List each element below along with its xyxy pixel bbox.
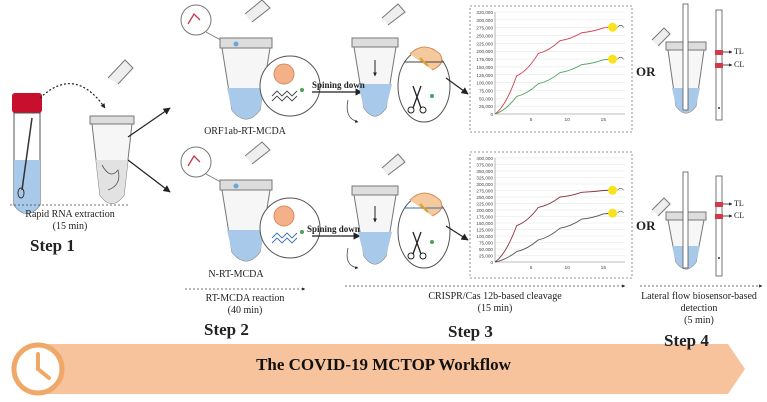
clock-icon — [11, 342, 65, 396]
chart-series-line — [494, 189, 611, 263]
chart-y-tick-label: 200,000 — [476, 49, 493, 54]
fluorescence-marker — [608, 185, 618, 195]
cleavage-tube-top — [346, 3, 406, 123]
chart-y-tick-label: 50,000 — [479, 247, 493, 252]
chart-y-tick-label: 250,000 — [476, 34, 493, 39]
chart-y-tick-label: 125,000 — [476, 73, 493, 78]
chart-x-tick-label: 5 — [530, 117, 533, 123]
spin-label-top: Spining down — [312, 80, 365, 90]
lfb-tube-top — [651, 3, 707, 114]
or-label-bottom: OR — [636, 218, 656, 233]
orf1ab-zoom-circle — [259, 55, 321, 117]
fluorescence-marker — [608, 208, 618, 218]
chart-y-tick-label: 75,000 — [479, 88, 493, 93]
step4-title: Step 4 — [664, 331, 709, 350]
probe-squiggle — [617, 187, 624, 191]
tl-label-bottom: TL — [734, 199, 744, 208]
n-mcda-label: N-RT-MCDA — [208, 269, 264, 280]
step2-caption-line1: RT-MCDA reaction — [205, 293, 285, 304]
step4-caption: Lateral flow biosensor-based detection (… — [632, 291, 766, 327]
chart-y-tick-label: 275,000 — [476, 26, 493, 31]
n-tube — [180, 141, 273, 262]
chart-y-tick-label: 150,000 — [476, 221, 493, 226]
chart-y-tick-label: 300,000 — [476, 18, 493, 23]
chart-y-tick-label: 250,000 — [476, 195, 493, 200]
cas12b-zoom-top — [397, 46, 451, 123]
step2-title: Step 2 — [204, 320, 249, 339]
banner-title: The COVID-19 MCTOP Workflow — [256, 355, 511, 374]
chart-x-tick-label: 15 — [601, 117, 607, 123]
fluorescence-marker — [608, 54, 618, 64]
step4-caption-line3: (5 min) — [684, 315, 714, 326]
chart-y-tick-label: 375,000 — [476, 163, 493, 168]
chart-y-tick-label: 400,000 — [476, 156, 493, 161]
cas12b-zoom-bottom — [397, 192, 451, 269]
chart-y-tick-label: 175,000 — [476, 215, 493, 220]
step1-title: Step 1 — [30, 236, 75, 255]
lfb-strip-bottom — [715, 175, 733, 277]
chart-y-tick-label: 350,000 — [476, 169, 493, 174]
step2-caption-line2: (40 min) — [227, 305, 263, 316]
chart-frame-bottom — [469, 151, 633, 279]
chart-series-line — [494, 212, 611, 263]
cl-label-bottom: CL — [734, 211, 745, 220]
chart-y-tick-label: 175,000 — [476, 57, 493, 62]
extraction-tube — [89, 59, 135, 204]
chart-y-tick-label: 225,000 — [476, 202, 493, 207]
chart-y-tick-label: 325,000 — [476, 176, 493, 181]
step3-caption-line2: (15 min) — [477, 303, 513, 314]
chart-y-tick-label: 320,000 — [476, 10, 493, 15]
chart-y-tick-label: 25,000 — [479, 254, 493, 259]
step4-caption-line1: Lateral flow biosensor-based — [641, 291, 757, 302]
chart-y-tick-label: 25,000 — [479, 104, 493, 109]
step4-caption-line2: detection — [680, 303, 718, 314]
chart-y-tick-label: 100,000 — [476, 81, 493, 86]
chart-y-tick-label: 75,000 — [479, 241, 493, 246]
step1-caption-line2: (15 min) — [52, 221, 88, 232]
workflow-banner — [40, 344, 745, 394]
chart-x-tick-label: 10 — [565, 265, 571, 271]
step3-title: Step 3 — [448, 322, 493, 341]
step3-caption-line1: CRISPR/Cas 12b-based cleavage — [428, 291, 562, 302]
chart-x-tick-label: 15 — [601, 265, 607, 271]
chart-frame-top — [469, 5, 633, 133]
fluorescence-marker — [608, 22, 618, 32]
chart-y-tick-label: 0 — [490, 260, 493, 265]
chart-x-tick-label: 5 — [530, 265, 533, 271]
step1-caption: Rapid RNA extraction (15 min) — [0, 209, 140, 233]
lfb-strip-top — [715, 9, 733, 121]
cleavage-tube-bottom — [346, 153, 406, 270]
chart-y-tick-label: 100,000 — [476, 234, 493, 239]
n-zoom-circle — [259, 197, 321, 259]
chart-y-tick-label: 50,000 — [479, 96, 493, 101]
chart-y-tick-label: 225,000 — [476, 41, 493, 46]
step3-caption: CRISPR/Cas 12b-based cleavage (15 min) — [395, 291, 595, 315]
chart-series-line — [494, 26, 611, 115]
spin-label-bottom: Spining down — [307, 224, 360, 234]
chart-y-tick-label: 0 — [490, 112, 493, 117]
tl-label-top: TL — [734, 47, 744, 56]
orf1ab-label: ORF1ab-RT-MCDA — [204, 126, 286, 137]
chart-y-tick-label: 300,000 — [476, 182, 493, 187]
chart-y-tick-label: 150,000 — [476, 65, 493, 70]
chart-y-tick-label: 200,000 — [476, 208, 493, 213]
step2-caption: RT-MCDA reaction (40 min) — [180, 293, 310, 317]
chart-x-tick-label: 10 — [565, 117, 571, 123]
chart-y-tick-label: 125,000 — [476, 228, 493, 233]
or-label-top: OR — [636, 64, 656, 79]
chart-y-tick-label: 275,000 — [476, 189, 493, 194]
probe-squiggle — [617, 56, 624, 60]
probe-squiggle — [617, 210, 624, 214]
cl-label-top: CL — [734, 60, 745, 69]
step1-caption-line1: Rapid RNA extraction — [25, 209, 115, 220]
lfb-tube-bottom — [651, 171, 707, 270]
chart-series-line — [494, 58, 611, 115]
probe-squiggle — [617, 25, 624, 28]
orf1ab-tube — [180, 0, 273, 120]
